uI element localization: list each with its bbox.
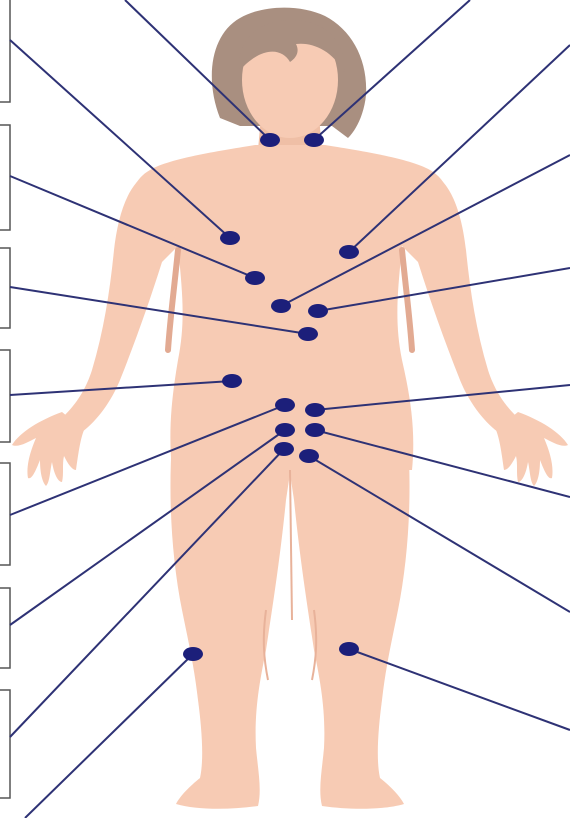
right-arm — [402, 172, 518, 432]
marker-chest-left — [220, 231, 240, 245]
marker-groin-lower-left — [274, 442, 294, 456]
marker-neck-left — [260, 133, 280, 147]
marker-neck-right — [304, 133, 324, 147]
left-arm — [62, 172, 178, 432]
marker-groin-upper-right — [305, 403, 325, 417]
label-box-6 — [0, 588, 10, 668]
arm-shadow-left — [168, 250, 178, 350]
marker-waist-left — [222, 374, 242, 388]
label-box-3 — [0, 248, 10, 328]
marker-sternum-right — [308, 304, 328, 318]
marker-groin-lower-right — [299, 449, 319, 463]
marker-knee-right — [339, 642, 359, 656]
arm-shadow-right — [402, 250, 412, 350]
marker-abdomen-center — [298, 327, 318, 341]
label-box-4 — [0, 350, 10, 442]
label-box-2 — [0, 125, 10, 230]
label-box-1 — [0, 0, 10, 102]
leader-line-16 — [25, 654, 193, 818]
leg-divider — [290, 470, 292, 620]
right-hand — [496, 412, 568, 486]
label-boxes-left — [0, 0, 10, 798]
label-box-7 — [0, 690, 10, 798]
right-leg — [288, 440, 410, 809]
marker-groin-mid-left — [275, 423, 295, 437]
left-hand — [12, 412, 84, 486]
marker-sternum-left — [271, 299, 291, 313]
marker-knee-left — [183, 647, 203, 661]
marker-groin-upper-left — [275, 398, 295, 412]
left-leg — [170, 440, 292, 809]
marker-breast-left — [245, 271, 265, 285]
marker-groin-mid-right — [305, 423, 325, 437]
marker-chest-right — [339, 245, 359, 259]
label-box-5 — [0, 463, 10, 565]
